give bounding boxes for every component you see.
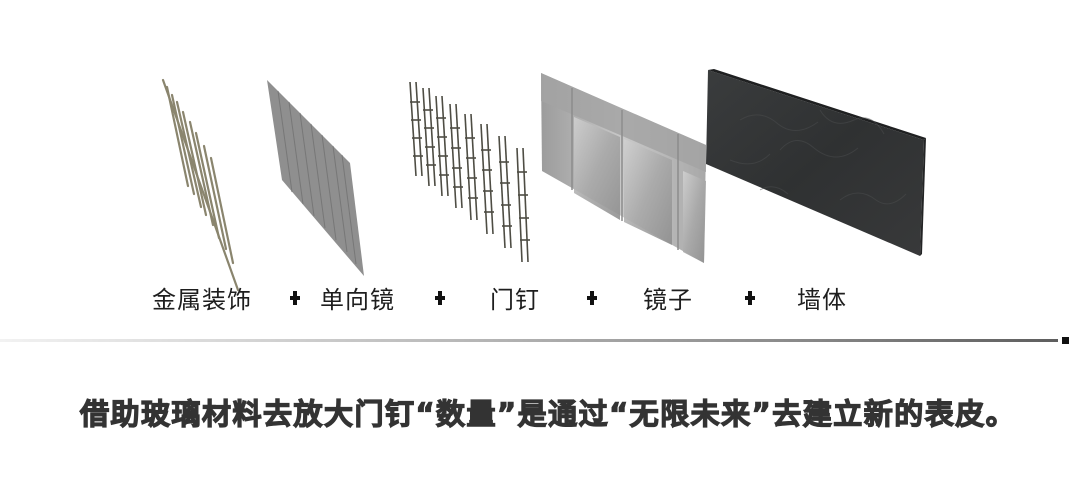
plus-icon <box>745 291 755 305</box>
door-nails-layer <box>409 81 530 263</box>
metal-decoration-layer <box>161 78 240 292</box>
label-metal-decoration: 金属装饰 <box>152 286 252 314</box>
divider-line <box>0 339 1058 342</box>
wall-layer <box>706 69 926 256</box>
label-wall: 墙体 <box>797 286 847 314</box>
mirror-layer <box>541 73 706 263</box>
plus-icon <box>435 291 445 305</box>
label-door-nails: 门钉 <box>490 286 540 314</box>
caption: 借助玻璃材料去放大门钉“数量”是通过“无限未来”去建立新的表皮。 <box>79 396 1017 431</box>
plus-icon <box>290 291 300 305</box>
divider-end-square <box>1062 337 1069 344</box>
plus-icon <box>587 291 597 305</box>
one-way-mirror-layer <box>267 80 364 276</box>
label-one-way-mirror: 单向镜 <box>320 286 395 314</box>
label-mirror: 镜子 <box>643 286 693 314</box>
